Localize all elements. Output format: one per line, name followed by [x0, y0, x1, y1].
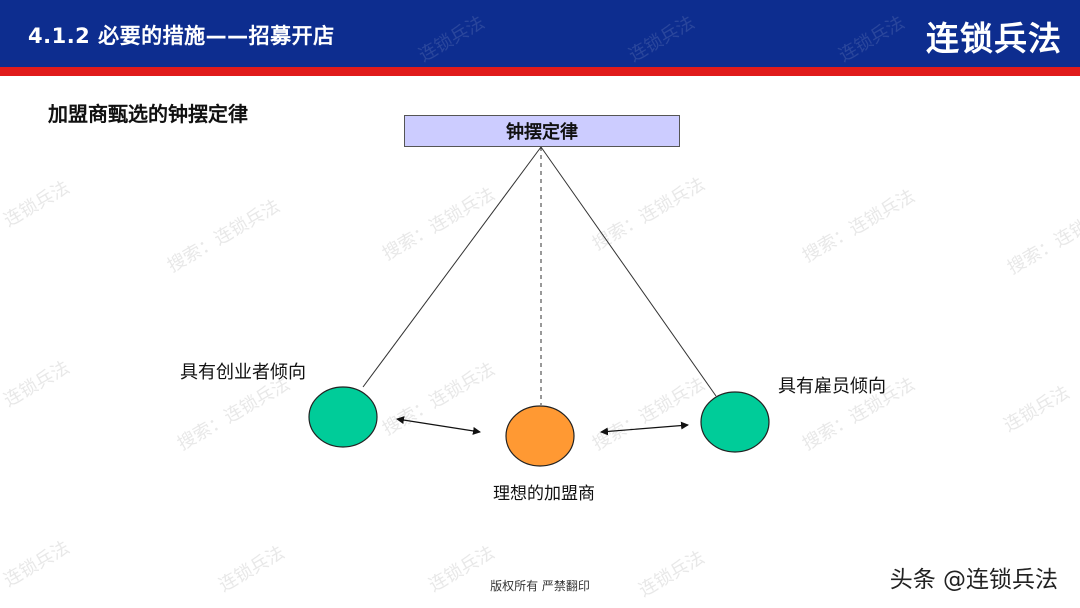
copyright-footer: 版权所有 严禁翻印	[490, 579, 590, 593]
right-arrow	[600, 421, 689, 436]
pendulum-law-label: 钟摆定律	[506, 122, 578, 143]
ideal-franchisee-label: 理想的加盟商	[493, 484, 595, 504]
pendulum-string-left	[362, 146, 542, 388]
section-subtitle: 加盟商甄选的钟摆定律	[48, 102, 248, 126]
accent-bar	[0, 67, 1080, 76]
entrepreneur-circle	[308, 386, 378, 448]
employee-label: 具有雇员倾向	[778, 376, 886, 397]
pendulum-law-box: 钟摆定律	[404, 115, 680, 147]
left-arrow	[396, 416, 481, 435]
pendulum-string-right	[540, 146, 717, 397]
page-title: 4.1.2 必要的措施——招募开店	[28, 24, 335, 48]
entrepreneur-label: 具有创业者倾向	[180, 362, 306, 383]
employee-circle	[700, 391, 770, 453]
header-bar: 4.1.2 必要的措施——招募开店 连锁兵法	[0, 0, 1080, 67]
source-credit: 头条 @连锁兵法	[889, 567, 1058, 593]
brand-logo: 连锁兵法	[926, 19, 1062, 58]
ideal-franchisee-circle	[505, 405, 575, 467]
